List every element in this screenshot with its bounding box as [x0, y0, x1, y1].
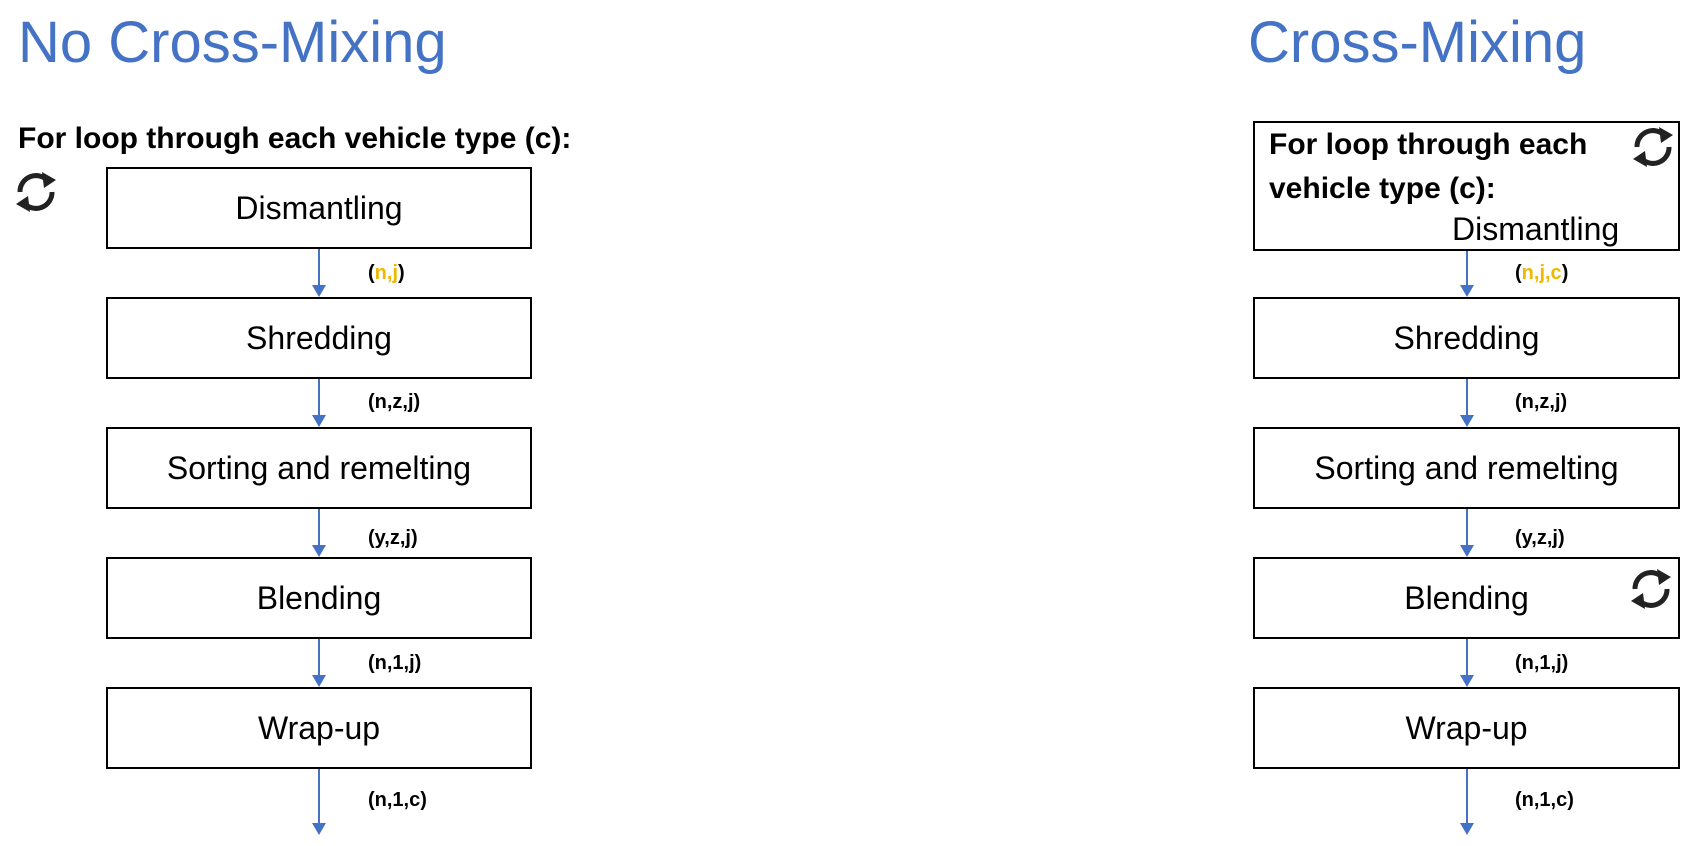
- left-dim-2: (n,z,j): [368, 391, 421, 413]
- loop-refresh-icon: [1633, 127, 1673, 167]
- left-arrow-5: [312, 769, 326, 835]
- right-arrow-4: [1460, 639, 1474, 687]
- right-step-sorting-remelting: Sorting and remelting: [1253, 427, 1680, 509]
- right-dim-3: (y,z,j): [1515, 527, 1565, 549]
- right-step-wrap-up: Wrap-up: [1253, 687, 1680, 769]
- loop-refresh-icon: [1631, 569, 1671, 609]
- right-title: Cross-Mixing: [1248, 10, 1587, 75]
- left-arrow-3: [312, 509, 326, 557]
- right-arrow-5: [1460, 769, 1474, 835]
- left-loop-label: For loop through each vehicle type (c):: [18, 122, 572, 155]
- right-loop-box: For loop through each vehicle type (c): …: [1253, 121, 1680, 251]
- left-dim-3: (y,z,j): [368, 527, 418, 549]
- right-step-blending: Blending: [1253, 557, 1680, 639]
- right-arrow-2: [1460, 379, 1474, 427]
- left-dim-1: (n,j): [368, 262, 405, 284]
- left-step-dismantling: Dismantling: [106, 167, 532, 249]
- left-arrow-1: [312, 249, 326, 297]
- right-arrow-1: [1460, 251, 1474, 297]
- right-arrow-3: [1460, 509, 1474, 557]
- left-step-shredding: Shredding: [106, 297, 532, 379]
- left-step-wrap-up: Wrap-up: [106, 687, 532, 769]
- right-loop-label: For loop through each vehicle type (c):: [1269, 128, 1588, 205]
- right-dim-4: (n,1,j): [1515, 652, 1569, 674]
- left-title: No Cross-Mixing: [18, 10, 447, 75]
- right-dim-5: (n,1,c): [1515, 789, 1574, 811]
- right-step-dismantling: Dismantling: [1452, 211, 1620, 247]
- left-arrow-4: [312, 639, 326, 687]
- right-step-shredding: Shredding: [1253, 297, 1680, 379]
- left-arrow-2: [312, 379, 326, 427]
- right-dim-2: (n,z,j): [1515, 391, 1568, 413]
- left-step-blending: Blending: [106, 557, 532, 639]
- left-step-sorting-remelting: Sorting and remelting: [106, 427, 532, 509]
- loop-refresh-icon: [16, 172, 56, 212]
- right-dim-1: (n,j,c): [1515, 262, 1569, 284]
- left-dim-5: (n,1,c): [368, 789, 427, 811]
- left-dim-4: (n,1,j): [368, 652, 422, 674]
